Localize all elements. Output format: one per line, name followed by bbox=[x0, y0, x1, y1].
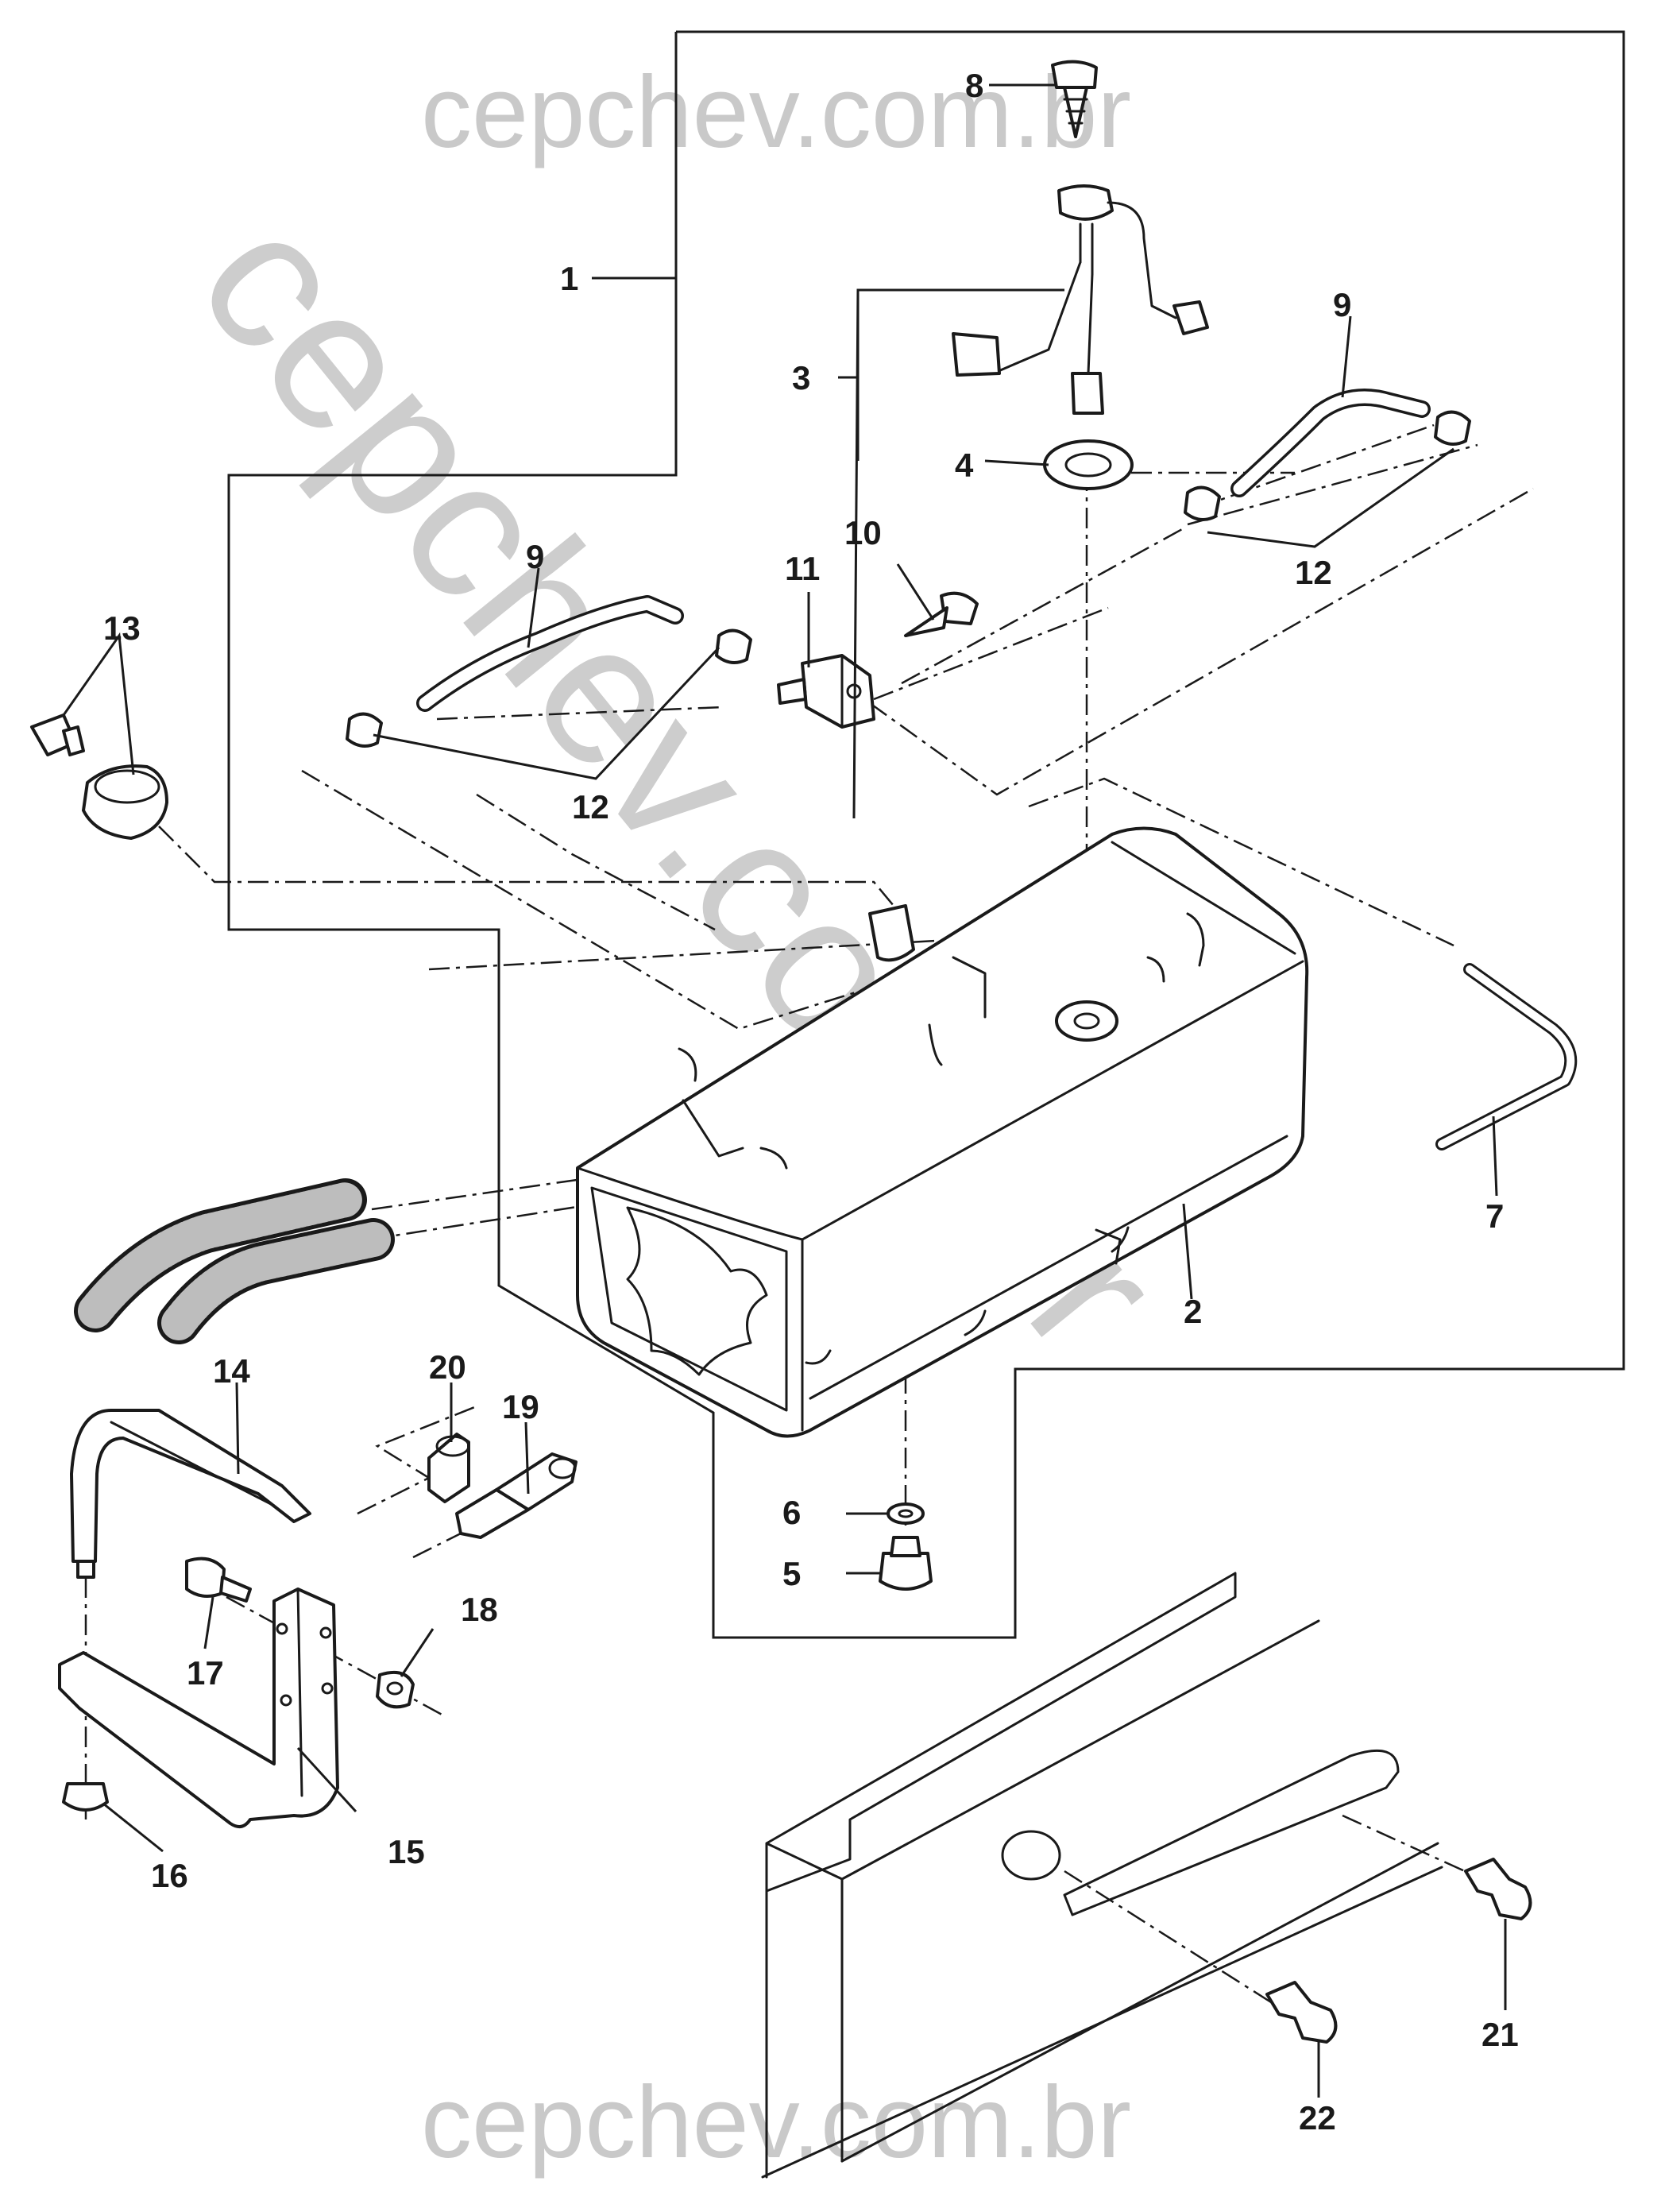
callout-18: 18 bbox=[461, 1591, 498, 1628]
sender-screw bbox=[1051, 60, 1098, 138]
strap-nut bbox=[376, 1671, 415, 1709]
callout-22: 22 bbox=[1299, 2099, 1336, 2137]
callout-6: 6 bbox=[782, 1494, 801, 1531]
callout-17: 17 bbox=[187, 1654, 224, 1692]
tank-strap bbox=[70, 1409, 311, 1579]
callout-10: 10 bbox=[844, 514, 882, 551]
hose-left bbox=[416, 595, 684, 712]
callout-11: 11 bbox=[785, 550, 820, 587]
callout-16: 16 bbox=[151, 1857, 188, 1894]
frame-clip-22 bbox=[1265, 1981, 1338, 2044]
callout-9-left: 9 bbox=[526, 538, 544, 575]
frame-clip-21 bbox=[1464, 1858, 1532, 1920]
callout-20: 20 bbox=[429, 1348, 466, 1386]
bracket-nut bbox=[62, 1782, 109, 1812]
callout-7: 7 bbox=[1485, 1197, 1504, 1235]
bracket-bolt bbox=[185, 1557, 252, 1603]
strap-bracket bbox=[58, 1587, 339, 1828]
callout-5: 5 bbox=[782, 1555, 801, 1592]
callout-19: 19 bbox=[502, 1388, 539, 1425]
assembly-frame bbox=[227, 30, 1625, 1639]
watermark-top: cepchev.com.br bbox=[421, 56, 1131, 169]
callout-13: 13 bbox=[103, 609, 141, 647]
callout-15: 15 bbox=[388, 1833, 425, 1870]
filler-hoses bbox=[74, 1178, 395, 1344]
callout-12-right: 12 bbox=[1295, 554, 1332, 591]
callout-leaders bbox=[62, 83, 1507, 2098]
fuel-tank bbox=[576, 826, 1309, 1438]
valve-bracket bbox=[777, 654, 875, 729]
callout-2: 2 bbox=[1184, 1293, 1202, 1330]
vent-tube bbox=[1435, 963, 1578, 1150]
strap-grommet bbox=[427, 1433, 470, 1503]
callout-8: 8 bbox=[965, 67, 983, 104]
drain-washer bbox=[887, 1502, 925, 1525]
bracket-screw bbox=[904, 591, 979, 637]
callout-21: 21 bbox=[1482, 2016, 1519, 2053]
callout-1: 1 bbox=[560, 260, 578, 297]
callout-9-right: 9 bbox=[1333, 286, 1351, 323]
hose-clamps bbox=[346, 410, 1471, 748]
sender-gasket bbox=[1043, 439, 1134, 490]
watermark-bottom: cepchev.com.br bbox=[421, 2066, 1131, 2179]
fuel-cap-and-key bbox=[30, 713, 168, 840]
callout-labels: 1 2 3 4 5 6 7 8 9 9 10 11 12 12 13 14 15… bbox=[103, 67, 1519, 2137]
drain-plug bbox=[879, 1536, 933, 1591]
strap-fastener bbox=[455, 1452, 578, 1539]
callout-3: 3 bbox=[792, 359, 810, 396]
hose-right bbox=[1230, 389, 1431, 497]
frame-rail-panel bbox=[761, 1572, 1443, 2179]
fuel-sender-unit bbox=[952, 184, 1209, 415]
callout-14: 14 bbox=[213, 1352, 250, 1390]
callout-12-left: 12 bbox=[572, 788, 609, 826]
callout-4: 4 bbox=[955, 447, 974, 484]
